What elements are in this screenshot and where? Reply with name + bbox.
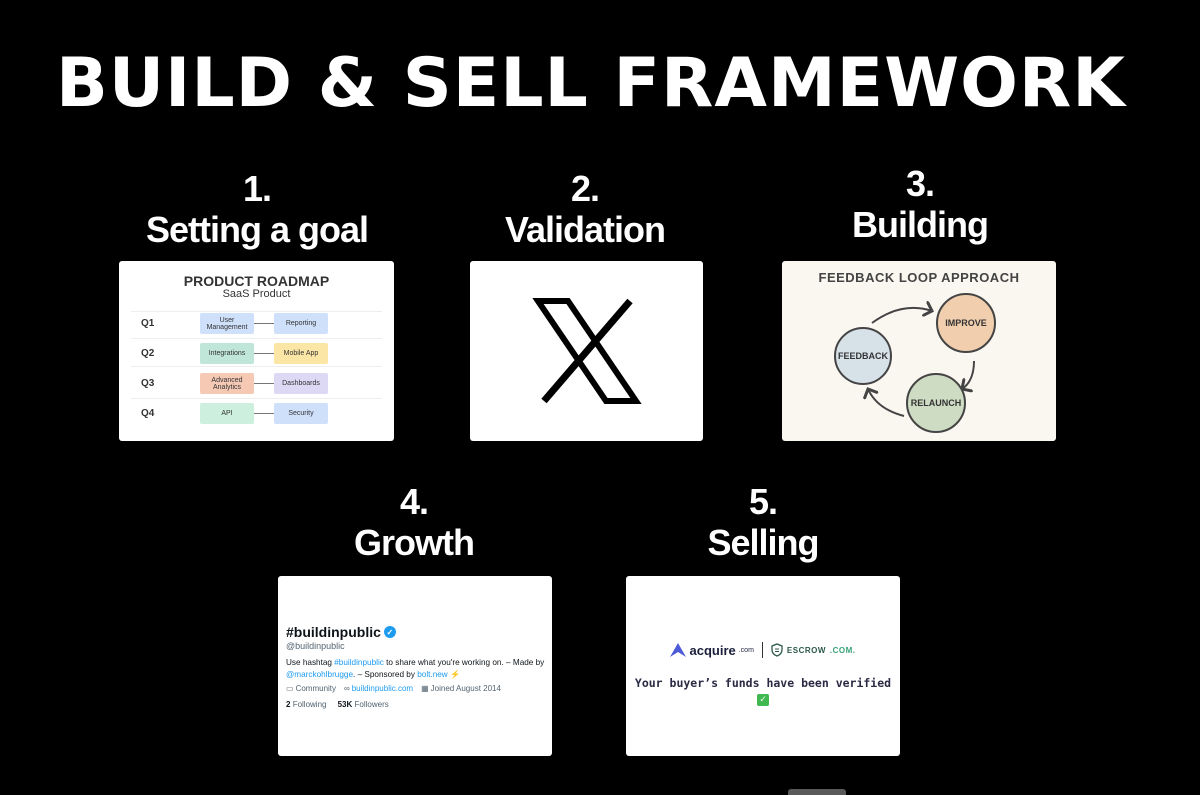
profile-stats: 2 Following 53K Followers xyxy=(286,700,389,709)
roadmap-card: PRODUCT ROADMAP SaaS Product Q1 User Man… xyxy=(119,261,394,441)
bio-text: to share what you're working on. – Made … xyxy=(383,658,545,667)
roadmap-gridline xyxy=(131,338,382,339)
roadmap-connector xyxy=(254,353,274,354)
funds-verified-text: Your buyer’s funds have been verified xyxy=(634,676,892,690)
feedback-loop-title: FEEDBACK LOOP APPROACH xyxy=(818,270,1020,285)
roadmap-connector xyxy=(254,383,274,384)
step-3-number: 3. xyxy=(905,163,935,204)
briefcase-icon: ▭ xyxy=(286,684,294,693)
profile-bio: Use hashtag #buildinpublic to share what… xyxy=(286,657,548,681)
step-5-heading: 5. Selling xyxy=(623,481,903,563)
acquire-suffix: .com xyxy=(738,646,754,654)
acquire-wordmark: acquire xyxy=(689,642,736,658)
roadmap-item: Security xyxy=(274,403,328,424)
feedback-loop-arrows xyxy=(782,261,975,417)
scroll-handle[interactable] xyxy=(788,789,846,795)
improve-node: IMPROVE xyxy=(936,293,996,353)
escrow-shield-icon xyxy=(771,643,783,657)
escrow-wordmark: ESCROW xyxy=(786,645,826,655)
roadmap-connector xyxy=(254,323,274,324)
roadmap-item: User Management xyxy=(200,313,254,334)
feedback-node: FEEDBACK xyxy=(834,327,892,385)
following-label: Following xyxy=(292,700,327,709)
step-3-heading: 3. Building xyxy=(780,163,1060,245)
category-item: ▭Community xyxy=(286,684,336,693)
logo-divider xyxy=(761,642,763,658)
step-3-label: Building xyxy=(852,204,989,245)
following-stat[interactable]: 2 Following xyxy=(286,700,326,709)
step-1-label: Setting a goal xyxy=(145,209,369,250)
link-icon: ∞ xyxy=(344,684,350,693)
step-1-number: 1. xyxy=(242,168,272,209)
roadmap-item: Integrations xyxy=(200,343,254,364)
bio-text: ⚡ xyxy=(447,670,461,679)
verified-badge-icon: ✓ xyxy=(383,626,396,638)
check-mark-icon: ✓ xyxy=(757,694,769,706)
acquire-mark-icon xyxy=(670,643,687,657)
step-1-heading: 1. Setting a goal xyxy=(117,168,397,250)
roadmap-quarter: Q3 xyxy=(141,378,155,389)
roadmap-quarter: Q2 xyxy=(141,348,155,359)
website-link[interactable]: buildinpublic.com xyxy=(351,684,414,693)
step-2-heading: 2. Validation xyxy=(445,168,725,250)
relaunch-node: RELAUNCH xyxy=(906,373,966,433)
step-4-number: 4. xyxy=(399,481,429,522)
feedback-loop-card: FEEDBACK LOOP APPROACH IMPROVE FEEDBACK … xyxy=(782,261,1056,441)
category-text: Community xyxy=(295,684,337,693)
profile-name: #buildinpublic ✓ xyxy=(286,624,396,640)
followers-count: 53K xyxy=(337,700,353,709)
arrow-improve-to-relaunch xyxy=(962,360,975,389)
joined-text: Joined August 2014 xyxy=(430,684,501,693)
roadmap-item: Reporting xyxy=(274,313,328,334)
roadmap-title: PRODUCT ROADMAP xyxy=(183,273,330,289)
calendar-icon: ▦ xyxy=(421,684,429,693)
escrow-logo: ESCROW.COM. xyxy=(771,643,856,657)
joined-item: ▦Joined August 2014 xyxy=(421,684,501,693)
roadmap-gridline xyxy=(131,366,382,367)
roadmap-subtitle: SaaS Product xyxy=(222,288,291,300)
website-item[interactable]: ∞buildinpublic.com xyxy=(344,684,413,693)
roadmap-quarter: Q4 xyxy=(141,408,155,419)
step-4-heading: 4. Growth xyxy=(274,481,554,563)
followers-label: Followers xyxy=(354,700,389,709)
step-4-label: Growth xyxy=(354,522,475,563)
buildinpublic-profile-card: #buildinpublic ✓ @buildinpublic Use hash… xyxy=(278,576,552,756)
roadmap-quarter: Q1 xyxy=(141,318,155,329)
selling-card: acquire.com ESCROW.COM. Your buyer’s fun… xyxy=(626,576,900,756)
roadmap-item: Mobile App xyxy=(274,343,328,364)
profile-name-text: #buildinpublic xyxy=(286,624,381,640)
validation-card xyxy=(470,261,703,441)
roadmap-connector xyxy=(254,413,274,414)
arrow-relaunch-to-feedback xyxy=(868,389,905,417)
roadmap-item: Advanced Analytics xyxy=(200,373,254,394)
acquire-logo: acquire.com xyxy=(670,642,754,658)
following-count: 2 xyxy=(286,700,291,709)
profile-meta: ▭Community ∞buildinpublic.com ▦Joined Au… xyxy=(286,684,501,693)
partner-logos: acquire.com ESCROW.COM. xyxy=(626,642,900,658)
x-logo-icon xyxy=(532,298,642,404)
roadmap-item: Dashboards xyxy=(274,373,328,394)
roadmap-gridline xyxy=(131,398,382,399)
funds-verified-message: Your buyer’s funds have been verified ✓ xyxy=(626,676,900,706)
main-title: BUILD & SELL FRAMEWORK xyxy=(56,44,1126,123)
arrow-feedback-to-improve xyxy=(871,308,932,324)
step-5-label: Selling xyxy=(707,522,819,563)
step-2-number: 2. xyxy=(570,168,600,209)
bio-text: . – Sponsored by xyxy=(353,670,418,679)
escrow-suffix: .COM. xyxy=(829,645,856,655)
step-5-number: 5. xyxy=(748,481,778,522)
profile-handle: @buildinpublic xyxy=(286,641,345,651)
hashtag-link[interactable]: #buildinpublic xyxy=(334,658,384,667)
bio-text: Use hashtag xyxy=(286,658,335,667)
mention-link[interactable]: @marckohlbrugge xyxy=(286,670,354,679)
followers-stat[interactable]: 53K Followers xyxy=(338,700,389,709)
roadmap-gridline xyxy=(131,311,382,312)
roadmap-item: API xyxy=(200,403,254,424)
sponsor-link[interactable]: bolt.new xyxy=(417,670,448,679)
step-2-label: Validation xyxy=(504,209,666,250)
